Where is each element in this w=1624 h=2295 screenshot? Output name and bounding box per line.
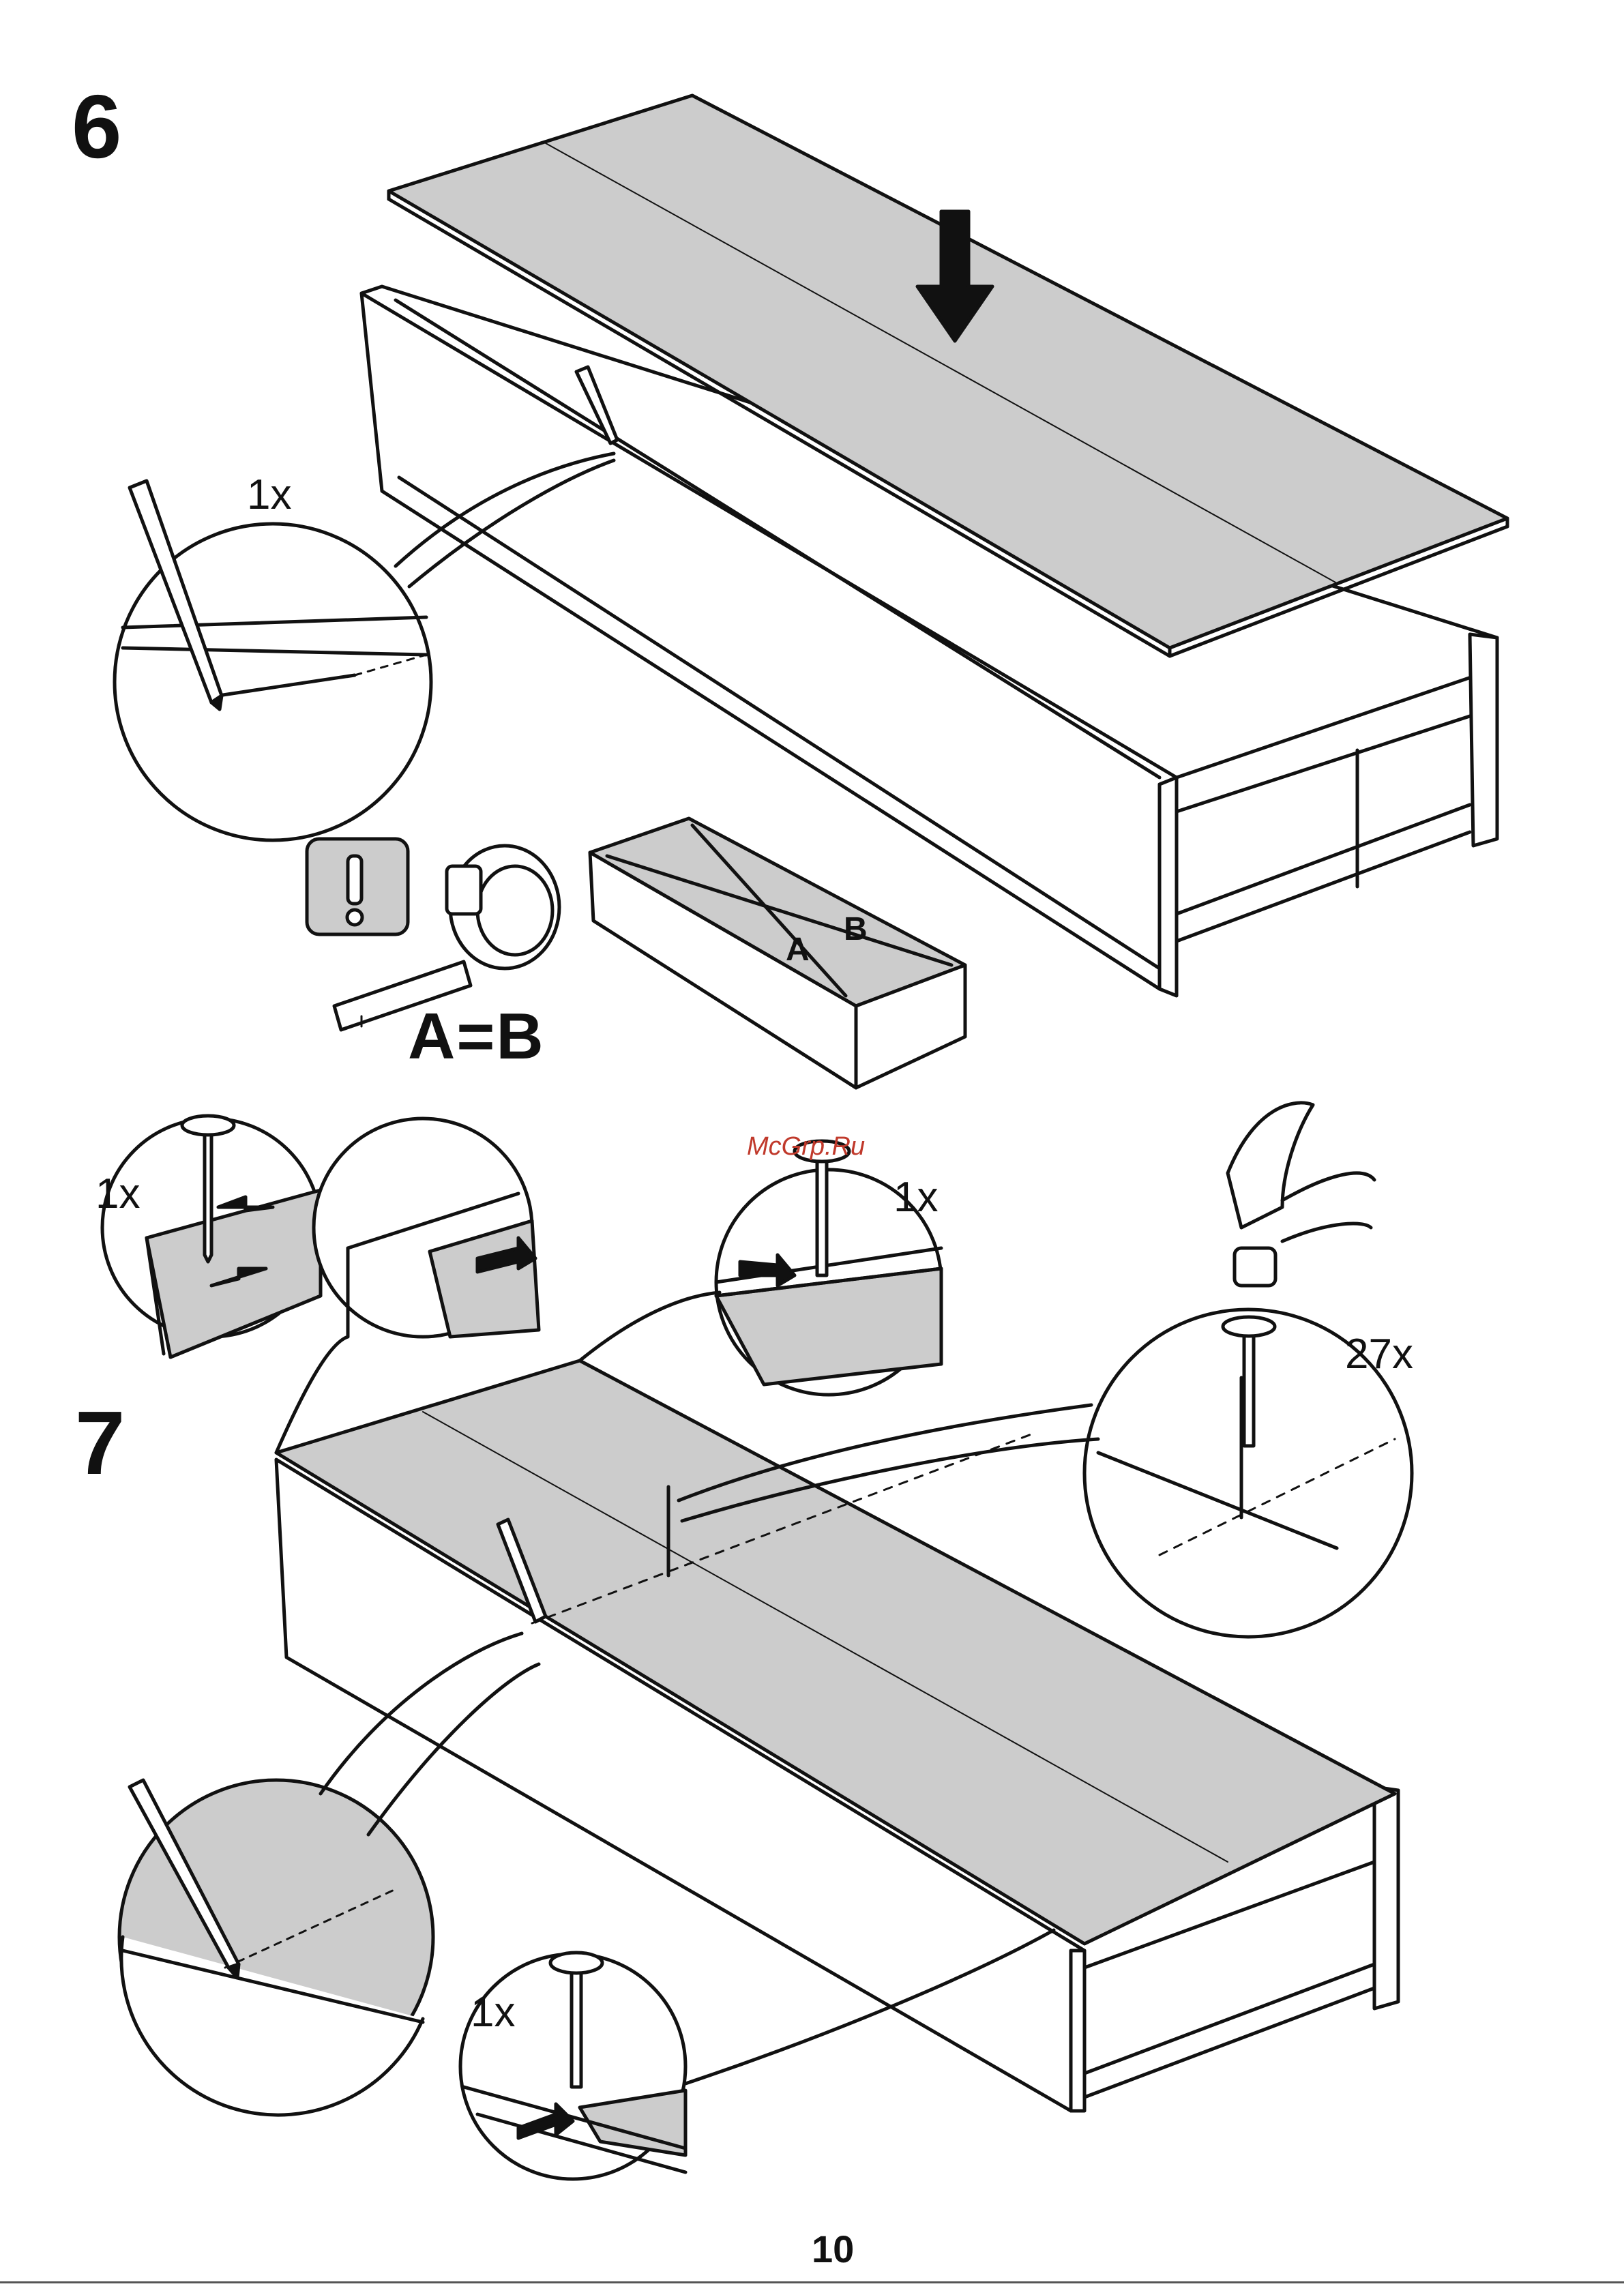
diagonal-label-a: A xyxy=(786,931,810,968)
diagonal-label-b: B xyxy=(844,910,868,948)
page-bottom-rule xyxy=(0,2281,1624,2283)
step7-left-nail-quantity: 1x xyxy=(95,1170,140,1218)
step6-pencil-quantity: 1x xyxy=(247,471,291,519)
watermark: McGrp.Ru xyxy=(747,1132,865,1161)
step7-nail-callout-middle xyxy=(580,1141,941,1395)
step-6-number: 6 xyxy=(72,75,121,178)
step7-hammer-nail-quantity: 27x xyxy=(1345,1330,1413,1378)
exclamation-icon xyxy=(307,839,408,934)
step7-bottom-nail-quantity: 1x xyxy=(471,1988,515,2037)
step-7-number: 7 xyxy=(75,1391,125,1494)
hammer-icon xyxy=(1228,1103,1374,1286)
measure-equation: A=B xyxy=(408,999,545,1074)
step7-middle-nail-quantity: 1x xyxy=(894,1173,938,1221)
page-number: 10 xyxy=(812,2227,854,2271)
diagonal-measure-diagram xyxy=(590,818,965,1088)
step7-edge-callout-left xyxy=(102,1116,321,1357)
